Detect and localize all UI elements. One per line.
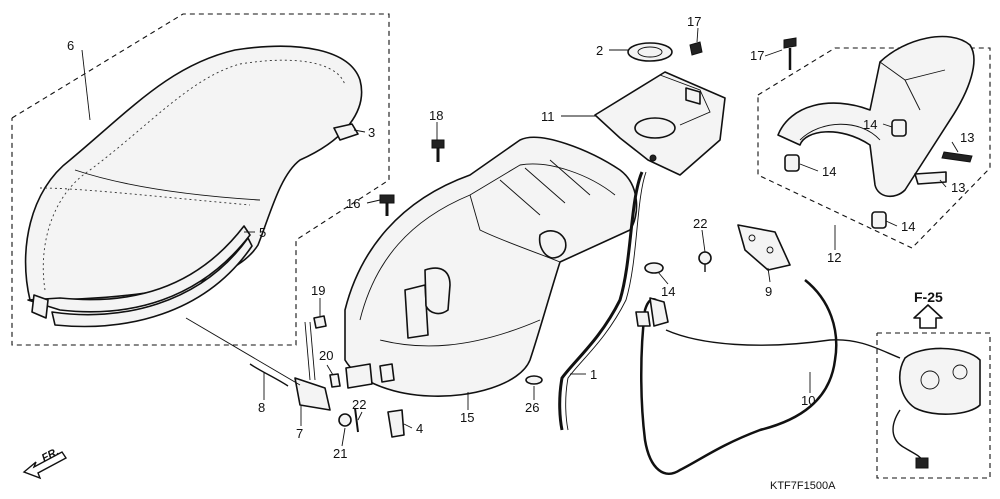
callout-6: 6 (67, 38, 74, 53)
callout-4: 4 (416, 421, 423, 436)
callout-7: 7 (296, 426, 303, 441)
callout-10: 10 (801, 393, 815, 408)
band-part (558, 171, 644, 431)
front-direction-arrow (22, 451, 68, 480)
callout-5: 5 (259, 225, 266, 240)
rear-carrier-assembly (757, 35, 991, 249)
callout-11: 11 (541, 109, 555, 124)
callout-18: 14 (661, 284, 675, 299)
callout-25: 22 (693, 216, 707, 231)
callout-17: 17 (750, 48, 764, 63)
callout-22: 19 (311, 283, 325, 298)
callout-14c: 14 (901, 219, 915, 234)
callout-16: 16 (346, 196, 360, 211)
callout-8: 8 (258, 400, 265, 415)
callout-26: 26 (525, 400, 539, 415)
callout-21: 18 (429, 108, 443, 123)
callout-24: 22 (352, 397, 366, 412)
callout-23: 21 (333, 446, 347, 461)
callout-15: 15 (460, 410, 474, 425)
drawing-code: KTF7F1500A (770, 480, 836, 492)
callout-2: 2 (596, 43, 603, 58)
callout-14b: 14 (822, 164, 836, 179)
callout-13a: 13 (960, 130, 974, 145)
small-parts (249, 139, 791, 438)
callout-14a: 14 (863, 117, 877, 132)
luggage-box (344, 136, 638, 397)
seat-assembly (11, 13, 390, 346)
callout-12: 12 (827, 250, 841, 265)
callout-9: 9 (765, 284, 772, 299)
seal-and-cover (594, 41, 726, 176)
callout-3: 3 (368, 125, 375, 140)
seat-lock-cable (635, 279, 901, 475)
callout-13b: 13 (951, 180, 965, 195)
leader-lines (81, 27, 959, 447)
callout-labels: 6 3 5 2 17 11 18 16 17 14 14 14 13 13 12… (67, 14, 974, 461)
seat-lock-assembly (876, 304, 991, 479)
reference-code: F-25 (914, 289, 943, 305)
callout-20: 17 (687, 14, 701, 29)
callout-1: 1 (590, 367, 597, 382)
callout-19: 20 (319, 348, 333, 363)
